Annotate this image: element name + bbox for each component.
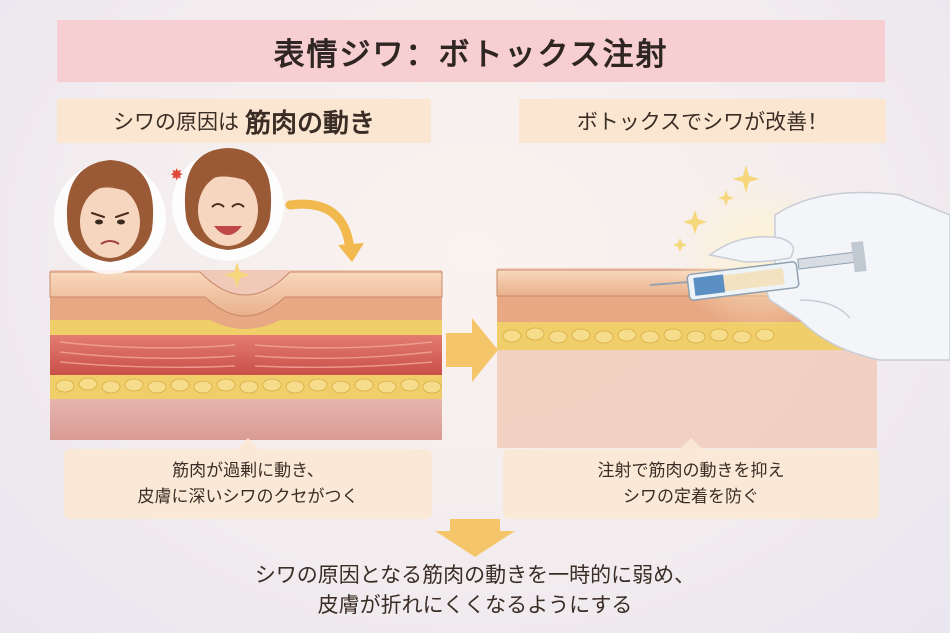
sparkle-icon: [224, 262, 250, 288]
cause-caption: 筋肉が過剰に動き、 皮膚に深いシワのクセがつく: [64, 438, 432, 519]
cause-label: シワの原因は 筋肉の動き: [57, 99, 431, 143]
page-title: 表情ジワ：ボトックス注射: [57, 20, 885, 82]
deep-layer: [50, 395, 442, 440]
left-skin-diagram: [49, 270, 443, 440]
summary-line2: 皮膚が折れにくくなるようにする: [317, 593, 633, 617]
treatment-caption: 注射で筋肉の動きを抑え シワの定着を防ぐ: [503, 438, 879, 519]
cause-caption-line1: 筋肉が過剰に動き、: [172, 461, 324, 481]
down-arrow-icon: [435, 519, 515, 557]
sparkle-icon: [673, 165, 760, 252]
cause-label-prefix: シワの原因は: [112, 110, 239, 134]
frowning-face-icon: [54, 160, 166, 274]
smiling-face-icon: ✸: [170, 148, 284, 261]
cause-label-emphasis: 筋肉の動き: [244, 108, 375, 139]
svg-text:✸: ✸: [170, 165, 183, 184]
treatment-caption-line1: 注射で筋肉の動きを抑え: [597, 461, 785, 481]
summary-text: シワの原因となる筋肉の動きを一時的に弱め、 皮膚が折れにくくなるようにする: [0, 560, 950, 620]
summary-line1: シワの原因となる筋肉の動きを一時的に弱め、: [254, 563, 696, 587]
treatment-caption-line2: シワの定着を防ぐ: [623, 487, 759, 507]
cause-caption-line2: 皮膚に深いシワのクセがつく: [137, 487, 359, 507]
right-arrow-icon: [446, 318, 498, 382]
syringe-icon: [649, 241, 867, 301]
wrinkle-fold: [49, 271, 443, 317]
muscle-layer: [50, 326, 442, 375]
curved-arrow-icon: [285, 199, 364, 262]
improvement-label: ボトックスでシワが改善！: [519, 99, 886, 143]
